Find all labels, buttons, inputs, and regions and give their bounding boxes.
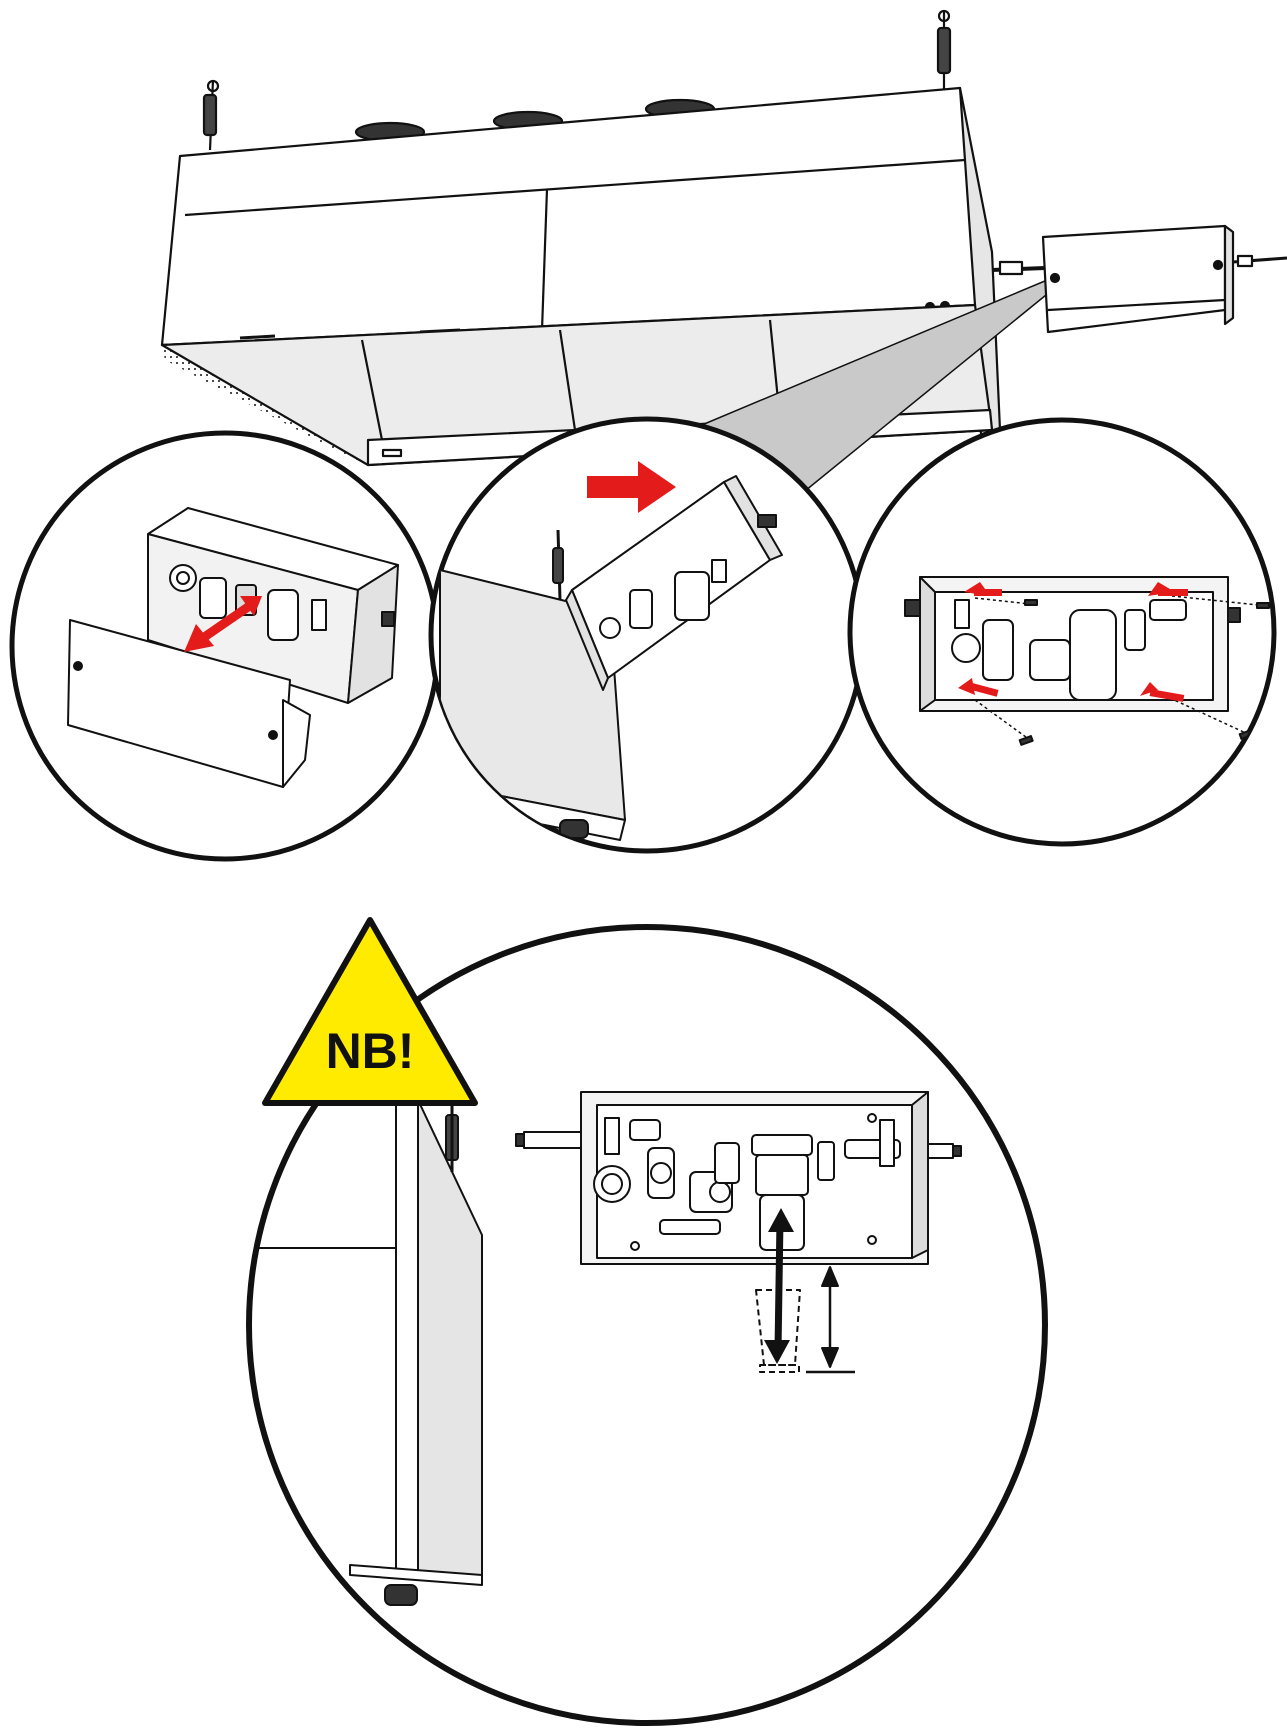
filter-bowl-outline bbox=[755, 1289, 801, 1366]
warning-label: NB! bbox=[326, 1023, 415, 1079]
cooker-hood bbox=[160, 9, 1287, 496]
control-box bbox=[1041, 224, 1287, 334]
step-slide-box bbox=[428, 416, 866, 854]
control-box-open bbox=[515, 1091, 962, 1374]
valve-assembly bbox=[951, 599, 1187, 701]
turnbuckle-right bbox=[936, 9, 952, 92]
pressure-gauge bbox=[593, 1165, 631, 1203]
turnbuckle-left bbox=[202, 79, 220, 151]
arrow-right-icon bbox=[587, 461, 676, 513]
arrow-diagonal-icon bbox=[184, 596, 262, 652]
arrow-small-icon bbox=[958, 582, 1188, 702]
step-filter-clearance bbox=[246, 924, 1048, 1726]
valve-assembly bbox=[604, 1117, 901, 1235]
double-arrow-vertical-icon bbox=[764, 1208, 794, 1364]
step-remove-cover bbox=[9, 430, 441, 862]
warning-triangle-icon: NB! bbox=[262, 917, 478, 1106]
step-fix-screws bbox=[847, 417, 1277, 847]
